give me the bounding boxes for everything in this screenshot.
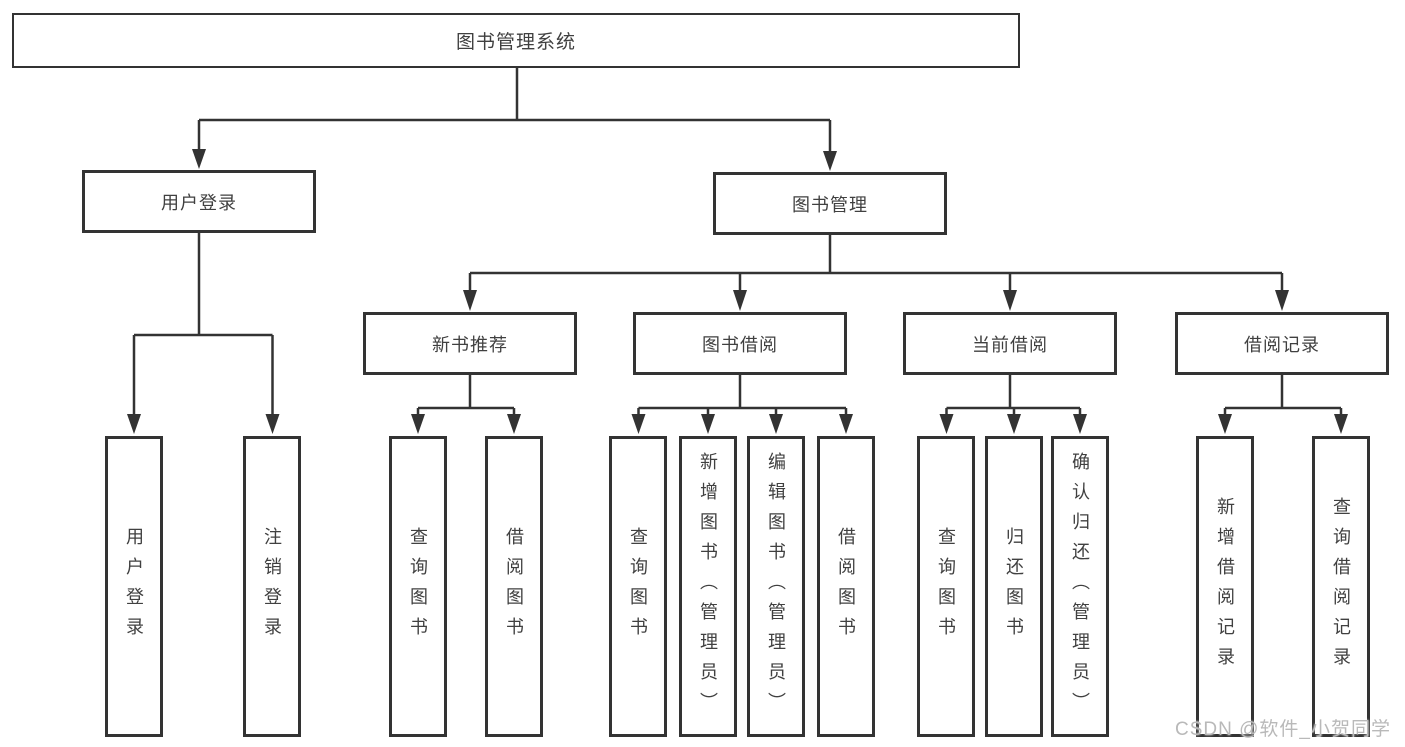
leaf-logout: 注销登录 — [243, 436, 301, 737]
arrow-icon — [1218, 414, 1232, 434]
leaf-return-book-label: 归还图书 — [1004, 526, 1024, 647]
leaf-query-book-3-label: 查询图书 — [936, 526, 956, 647]
leaf-logout-label: 注销登录 — [262, 526, 282, 647]
leaf-user-login: 用户登录 — [105, 436, 163, 737]
node-root-label: 图书管理系统 — [455, 32, 576, 53]
arrow-icon — [823, 151, 837, 171]
arrow-icon — [631, 414, 646, 434]
arrow-icon — [463, 290, 477, 311]
connector-stems — [132, 68, 1343, 415]
leaf-query-book-1: 查询图书 — [389, 436, 447, 737]
leaf-borrow-book-1-label: 借阅图书 — [504, 526, 524, 647]
arrow-icon — [701, 414, 715, 434]
csdn-watermark: CSDN @软件_小贺同学 — [1175, 719, 1391, 740]
node-root: 图书管理系统 — [12, 13, 1020, 68]
arrow-icon — [839, 414, 853, 434]
arrow-icon — [411, 414, 425, 434]
leaf-query-borrow-record-label: 查询借阅记录 — [1331, 496, 1351, 677]
arrow-icon — [769, 414, 783, 434]
node-borrowing-records: 借阅记录 — [1175, 312, 1389, 375]
node-current-borrowing: 当前借阅 — [903, 312, 1117, 375]
leaf-query-book-2-label: 查询图书 — [628, 526, 648, 647]
arrow-icon — [265, 414, 280, 434]
leaf-query-book-3: 查询图书 — [917, 436, 975, 737]
leaf-add-borrow-record: 新增借阅记录 — [1196, 436, 1254, 737]
node-book-management: 图书管理 — [713, 172, 947, 235]
leaf-return-book: 归还图书 — [985, 436, 1043, 737]
leaf-add-book-admin: 新增图书（管理员） — [679, 436, 737, 737]
leaf-user-login-label: 用户登录 — [124, 526, 144, 647]
arrow-icon — [733, 290, 747, 311]
arrow-icon — [939, 414, 954, 434]
leaf-add-book-admin-label: 新增图书（管理员） — [698, 451, 718, 722]
leaf-borrow-book-1: 借阅图书 — [485, 436, 543, 737]
node-new-book-recommend: 新书推荐 — [363, 312, 577, 375]
leaf-borrow-book-2-label: 借阅图书 — [836, 526, 856, 647]
arrow-icon — [192, 149, 206, 169]
leaf-edit-book-admin: 编辑图书（管理员） — [747, 436, 805, 737]
leaf-query-book-2: 查询图书 — [609, 436, 667, 737]
leaf-query-borrow-record: 查询借阅记录 — [1312, 436, 1370, 737]
node-borrowing-records-label: 借阅记录 — [1244, 334, 1320, 355]
node-book-borrowing-label: 图书借阅 — [702, 334, 778, 355]
leaf-edit-book-admin-label: 编辑图书（管理员） — [766, 451, 786, 722]
leaf-confirm-return-admin: 确认归还（管理员） — [1051, 436, 1109, 737]
arrow-icon — [1334, 414, 1348, 434]
node-book-management-label: 图书管理 — [792, 194, 868, 215]
leaf-confirm-return-admin-label: 确认归还（管理员） — [1070, 451, 1090, 722]
node-current-borrowing-label: 当前借阅 — [972, 334, 1048, 355]
leaf-add-borrow-record-label: 新增借阅记录 — [1215, 496, 1235, 677]
node-user-login-label: 用户登录 — [161, 192, 237, 213]
arrow-icon — [1073, 414, 1087, 434]
arrow-icon — [1007, 414, 1021, 434]
leaf-borrow-book-2: 借阅图书 — [817, 436, 875, 737]
arrow-icon — [1275, 290, 1289, 311]
arrow-icon — [127, 414, 141, 434]
leaf-query-book-1-label: 查询图书 — [408, 526, 428, 647]
node-book-borrowing: 图书借阅 — [633, 312, 847, 375]
arrowheads — [127, 149, 1348, 434]
arrow-icon — [507, 414, 521, 434]
arrow-icon — [1003, 290, 1017, 311]
node-new-book-recommend-label: 新书推荐 — [432, 334, 508, 355]
node-user-login: 用户登录 — [82, 170, 316, 233]
